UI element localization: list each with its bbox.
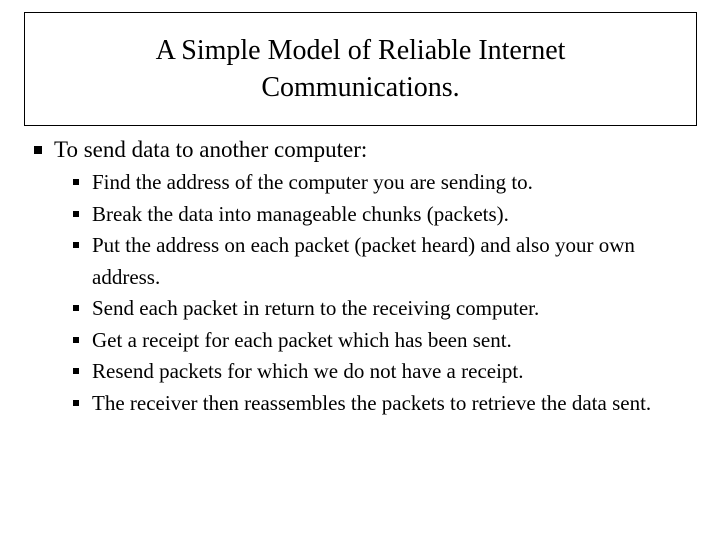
bullet-level2-label: Find the address of the computer you are…	[92, 170, 533, 194]
list-item: Resend packets for which we do not have …	[70, 356, 702, 388]
square-bullet-icon	[73, 368, 79, 374]
bullet-level2-list: Find the address of the computer you are…	[70, 167, 702, 419]
square-bullet-icon	[73, 210, 79, 217]
list-item: Find the address of the computer you are…	[70, 167, 702, 199]
square-bullet-icon	[73, 336, 79, 343]
slide-body: To send data to another computer: Find t…	[26, 134, 702, 419]
square-bullet-icon	[73, 179, 79, 185]
bullet-level2-label: Send each packet in return to the receiv…	[92, 296, 540, 320]
bullet-level2-label: The receiver then reassembles the packet…	[92, 390, 652, 415]
bullet-level1-label: To send data to another computer:	[54, 137, 368, 162]
list-item: Break the data into manageable chunks (p…	[70, 199, 702, 231]
square-bullet-icon	[73, 242, 79, 248]
list-item: The receiver then reassembles the packet…	[70, 388, 702, 420]
slide-title-line-2: Communications.	[261, 72, 460, 103]
square-bullet-icon	[73, 305, 79, 311]
square-bullet-icon	[34, 146, 42, 154]
bullet-level2-label: Break the data into manageable chunks (p…	[92, 201, 509, 226]
slide-title-box: A Simple Model of Reliable Internet Comm…	[24, 12, 697, 126]
list-item: Put the address on each packet (packet h…	[70, 230, 702, 293]
slide-title-line-1: A Simple Model of Reliable Internet	[155, 35, 566, 66]
square-bullet-icon	[73, 399, 79, 406]
bullet-level2-label: Put the address on each packet (packet h…	[92, 233, 635, 289]
list-item: Get a receipt for each packet which has …	[70, 325, 702, 357]
bullet-level2-label: Get a receipt for each packet which has …	[92, 327, 512, 352]
bullet-level2-label: Resend packets for which we do not have …	[92, 359, 524, 383]
bullet-level1-item: To send data to another computer:	[26, 134, 702, 165]
list-item: Send each packet in return to the receiv…	[70, 293, 702, 325]
